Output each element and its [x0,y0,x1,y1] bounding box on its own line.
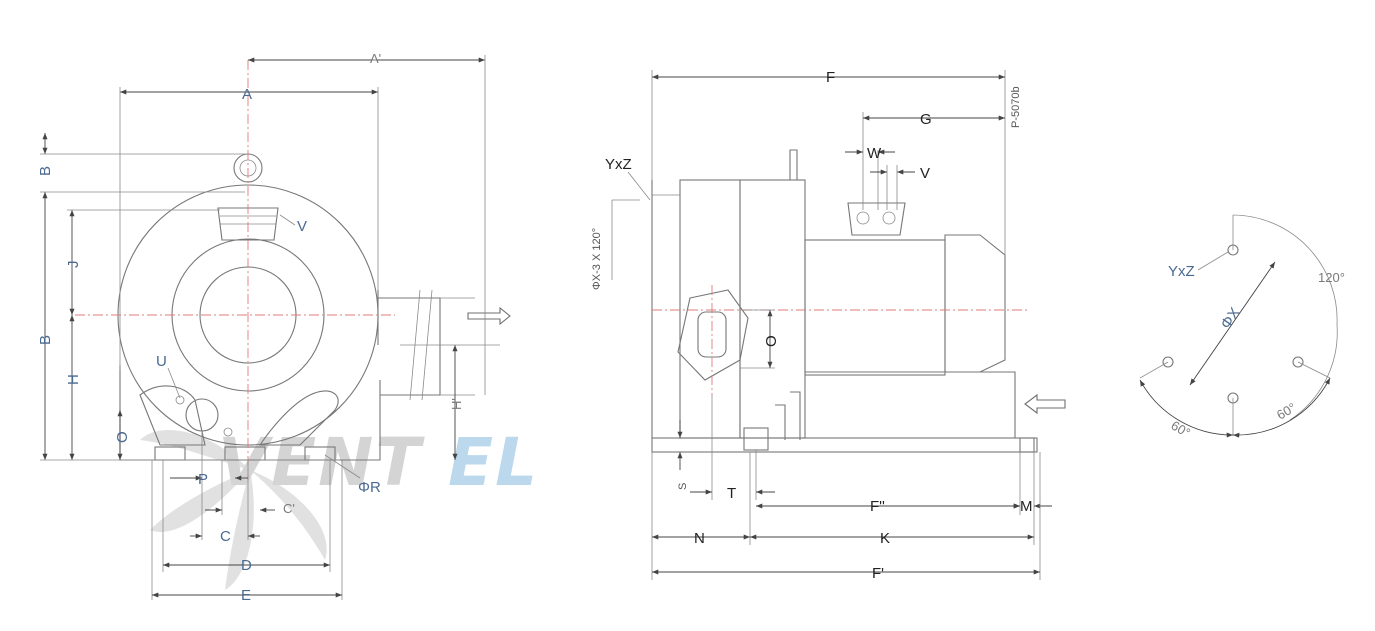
blower-housing-rear [739,179,806,439]
label-yxz-flange: YxZ [1168,263,1195,280]
dim-s: S [677,483,689,490]
dim-f-double: F'' [870,498,885,515]
label-bolt-circle: ΦX-3 X 120° [591,228,603,290]
dim-h-prime: H' [449,398,464,410]
dim-d: D [241,557,252,574]
label-u: U [156,353,167,370]
inlet-arrow-icon [1024,393,1066,415]
foot-right [258,390,339,446]
flange-hole-top [1227,244,1239,256]
dim-f-prime: F' [872,565,884,582]
dim-f: F [826,69,835,86]
dim-a-prime: A' [370,51,381,66]
dim-a: A [242,86,252,103]
base-plate [651,437,1038,453]
dim-c-prime: C' [283,501,295,516]
drawing-number: P-5070b [1010,86,1022,128]
outlet-port [377,290,441,396]
blower-housing-front [679,179,741,439]
dim-k: K [880,530,890,547]
label-yxz-side: YxZ [605,156,632,173]
dim-m: M [1020,498,1033,515]
dim-e: E [241,587,251,604]
dim-c: C [220,528,231,545]
drain-hole [185,398,219,432]
label-phi-x: ΦX [1217,305,1244,333]
dim-b: B [37,335,54,345]
label-angle-60-right: 60° [1274,400,1299,423]
label-angle-120: 120° [1318,270,1345,285]
watermark: VENT EL [140,424,539,590]
terminal-box [847,202,906,236]
outlet-arrow-icon [467,306,511,326]
dim-g: G [920,111,932,128]
label-v-front: V [297,218,307,235]
dim-o-side: O [763,335,780,347]
dim-n: N [694,530,705,547]
watermark-text-grey: VENT [218,424,425,501]
dim-p: P [198,471,208,488]
dim-o-front: O [114,431,131,443]
fan-cover [944,234,1006,373]
dim-t: T [727,485,736,502]
motor-body [804,239,946,376]
foot-left [139,385,206,446]
side-view: F G W V P-5070b YxZ ΦX-3 X 120° O S T F'… [591,69,1066,582]
watermark-text-blue: EL [448,424,539,501]
label-phi-r: ΦR [358,479,381,496]
port-flange [677,289,749,381]
dim-h: H [65,374,82,385]
flange-hole-right [1292,356,1304,368]
dim-w: W [867,145,882,162]
dim-v-side: V [920,165,930,182]
foot-bolt [743,427,769,451]
flange-view: ΦX YxZ 120° 60° 60° [1139,214,1345,441]
flange-hole-left [1162,356,1174,368]
top-port [217,207,279,241]
dim-j: J [65,261,82,269]
front-view: A' A B B J V H H' U O P C [37,51,511,604]
dim-b-top: B [37,166,54,176]
label-angle-60-left: 60° [1169,418,1194,441]
